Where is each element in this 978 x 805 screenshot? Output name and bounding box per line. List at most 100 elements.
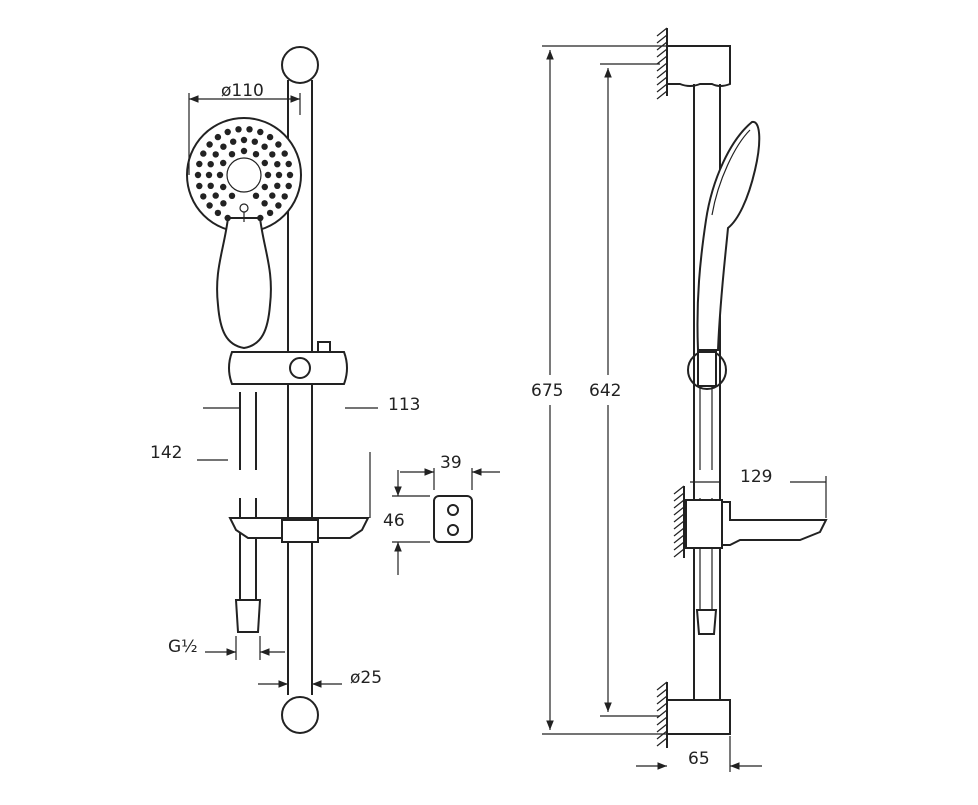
nozzle-dot: [216, 171, 224, 179]
nozzle-dot: [261, 200, 268, 207]
nozzle-dot: [207, 161, 214, 168]
wall-bottom: [656, 681, 668, 748]
nozzle-dot: [264, 171, 272, 179]
nozzle-dot: [196, 160, 203, 168]
nozzle-dot: [220, 159, 227, 167]
nozzle-dot: [205, 171, 213, 179]
nozzle-dot: [274, 182, 281, 189]
nozzle-dot: [246, 126, 253, 133]
wall-hatch-line: [656, 69, 668, 79]
nozzle-dot: [275, 202, 282, 209]
dim-bar-diameter: ø25: [258, 668, 382, 688]
nozzle-dot: [240, 136, 248, 144]
wall-hatch-line: [673, 548, 685, 558]
nozzle-dot: [261, 143, 268, 150]
dim-bar-length-centers: 642: [589, 63, 660, 717]
label-bar-length-centers: 642: [589, 381, 621, 401]
screw-icon: [447, 524, 459, 536]
label-holder-height: 113: [388, 395, 420, 415]
hose-side-upper: [699, 386, 713, 470]
wall-hatch-line: [656, 27, 668, 37]
nozzle-dot: [214, 133, 222, 141]
hose-connector-side: [695, 609, 718, 635]
dim-head-diameter: ø110: [188, 81, 301, 175]
nozzle-dot: [285, 182, 292, 190]
wall-hatch-line: [656, 83, 668, 93]
wall-hatch-line: [656, 34, 668, 44]
nozzle-dot: [266, 209, 274, 217]
soap-dish-mount: [685, 499, 723, 549]
nozzle-dot: [286, 171, 294, 179]
wall-hatch-line: [656, 55, 668, 65]
wall-hatch-line: [656, 709, 668, 719]
screw-icon: [447, 504, 459, 516]
nozzle-dot: [207, 182, 214, 189]
shower-handle: [216, 217, 272, 350]
wall-middle: [673, 485, 685, 558]
wall-hatch-line: [673, 492, 685, 502]
slider-holder: [228, 351, 348, 385]
nozzle-dot: [220, 200, 227, 207]
dim-clip-width: 39: [400, 453, 500, 490]
dim-bar-length-total: 675: [531, 45, 667, 735]
dim-soap-dish-depth: 129: [690, 467, 827, 518]
nozzle-pattern: [194, 126, 294, 222]
hose-clip: [433, 495, 473, 543]
nozzle-center: [226, 157, 262, 193]
wall-hatch-line: [656, 737, 668, 747]
wall-hatch-line: [673, 513, 685, 523]
label-hose-length: 142: [150, 443, 182, 463]
bar-bottom-cap: [281, 696, 319, 734]
hose-connector: [234, 599, 262, 633]
label-clip-width: 39: [440, 453, 462, 473]
nozzle-dot: [275, 171, 283, 179]
soap-dish-clamp: [281, 519, 319, 543]
nozzle-dot: [212, 151, 219, 158]
nozzle-dot: [235, 126, 242, 133]
label-clip-height: 46: [383, 511, 405, 531]
hose-lower: [239, 498, 257, 600]
soap-dish-side: [719, 501, 828, 546]
label-hose-thread: G½: [168, 637, 198, 657]
nozzle-dot: [228, 192, 236, 199]
nozzle-dot: [214, 209, 222, 217]
nozzle-dot: [269, 151, 276, 158]
nozzle-dot: [200, 150, 207, 157]
nozzle-dot: [240, 147, 248, 155]
wall-hatch-line: [656, 730, 668, 740]
nozzle-dot: [212, 192, 219, 199]
label-soap-dish-depth: 129: [740, 467, 772, 487]
wall-hatch-line: [673, 520, 685, 530]
nozzle-dot: [252, 192, 260, 199]
nozzle-dot: [261, 183, 268, 191]
nozzle-dot: [220, 183, 227, 191]
hand-shower: [186, 117, 302, 350]
hand-shower-side: [696, 120, 761, 351]
nozzle-dot: [285, 160, 292, 168]
wall-hatch-line: [656, 681, 668, 691]
nozzle-dot: [224, 128, 231, 136]
wall-hatch-line: [673, 541, 685, 551]
nozzle-dot: [196, 182, 203, 190]
bottom-bracket: [666, 699, 731, 735]
nozzle-dot: [206, 141, 213, 148]
hose-upper: [239, 392, 257, 470]
dim-hose-thread: G½: [168, 636, 285, 660]
nozzle-dot: [275, 141, 282, 148]
wall-hatch-line: [673, 485, 685, 495]
dim-holder-height: 113: [203, 395, 420, 415]
nozzle-dot: [281, 193, 288, 200]
front-view: ø110 113 142 39 46: [150, 46, 500, 734]
wall-hatch-line: [656, 62, 668, 72]
nozzle-dot: [257, 214, 264, 222]
top-bracket: [666, 45, 731, 87]
side-view: 675 642 129 65: [531, 27, 828, 772]
nozzle-dot: [281, 150, 288, 157]
nozzle-dot: [224, 214, 231, 222]
label-bar-length-total: 675: [531, 381, 563, 401]
nozzle-dot: [257, 128, 264, 136]
nozzle-dot: [261, 159, 268, 167]
nozzle-dot: [269, 192, 276, 199]
